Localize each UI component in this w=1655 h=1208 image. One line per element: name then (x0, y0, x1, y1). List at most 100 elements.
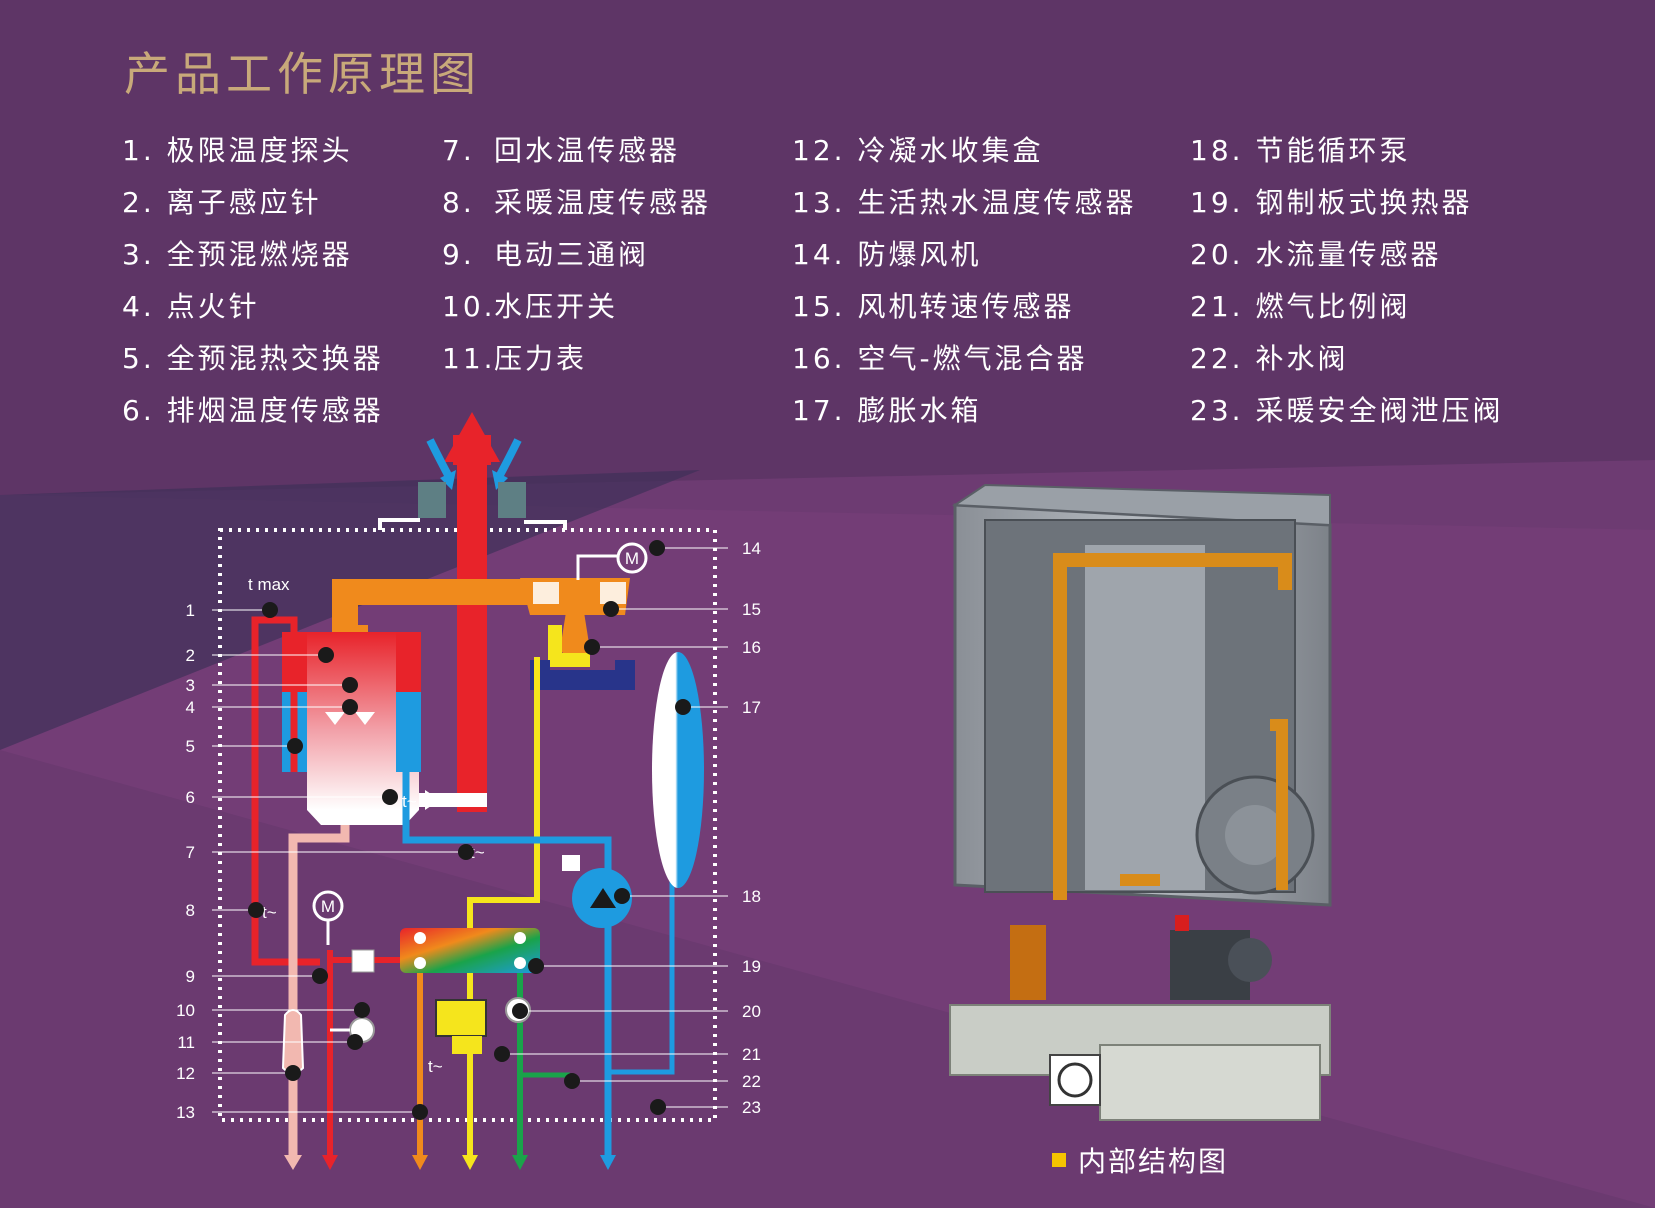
flue-terminal-left (418, 482, 446, 518)
callout-dot (342, 677, 358, 693)
callout-dot (649, 540, 665, 556)
expansion-tank (652, 652, 704, 888)
legend-item: 4. 点火针 (122, 290, 260, 323)
legend-column-3: 12. 冷凝水收集盒 13. 生活热水温度传感器 14. 防爆风机 15. 风机… (792, 125, 1136, 437)
air-inlet-arrow-icon (440, 470, 456, 490)
callout-dot (564, 1073, 580, 1089)
condensate-line (288, 825, 350, 1155)
legend-item: 15. 风机转速传感器 (792, 290, 1075, 323)
callout-label-16: 16 (742, 638, 761, 657)
callout-dot (248, 902, 264, 918)
legend-item: 22. 补水阀 (1190, 342, 1349, 375)
legend-item: 2. 离子感应针 (122, 186, 322, 219)
fan-motor-mark: M (625, 549, 639, 568)
legend-item: 17. 膨胀水箱 (792, 394, 982, 427)
callout-label-2: 2 (186, 646, 195, 665)
internal-structure-caption: 内部结构图 (1052, 1140, 1228, 1180)
legend-item: 18. 节能循环泵 (1190, 134, 1411, 167)
callout-dot (285, 1065, 301, 1081)
legend-item: 11.压力表 (442, 342, 588, 375)
callout-label-13: 13 (176, 1103, 195, 1122)
flow-arrow-icon (322, 1155, 338, 1170)
legend-item: 5. 全预混热交换器 (122, 342, 384, 375)
legend-item: 21. 燃气比例阀 (1190, 290, 1411, 323)
fan-motor-icon (616, 542, 648, 574)
air-inlet-arrow-icon (492, 470, 508, 490)
gas-inlet-arrow-icon (462, 1155, 478, 1170)
legend-item: 3. 全预混燃烧器 (122, 238, 353, 271)
callout-dot (458, 844, 474, 860)
callout-label-21: 21 (742, 1045, 761, 1064)
callout-label-19: 19 (742, 957, 761, 976)
callout-label-1: 1 (186, 601, 195, 620)
callout-label-8: 8 (186, 901, 195, 920)
callout-dot (614, 888, 630, 904)
callout-label-14: 14 (742, 539, 761, 558)
callout-dot (512, 1003, 528, 1019)
callout-dot (342, 699, 358, 715)
callout-dot (318, 647, 334, 663)
dhw-arrow-icon (284, 1155, 302, 1170)
return-arrow-icon (600, 1155, 616, 1170)
callout-dot (494, 1046, 510, 1062)
boiler-internal-render (949, 483, 1332, 1121)
cold-inlet-arrow-icon (512, 1155, 528, 1170)
legend-item: 14. 防爆风机 (792, 238, 982, 271)
legend-item: 1. 极限温度探头 (122, 134, 353, 167)
legend-item: 16. 空气-燃气混合器 (792, 342, 1088, 375)
legend-column-4: 18. 节能循环泵 19. 钢制板式换热器 20. 水流量传感器 21. 燃气比… (1190, 125, 1503, 437)
callout-label-11: 11 (177, 1033, 195, 1052)
valve-motor-mark: M (321, 897, 335, 916)
callout-dot (603, 601, 619, 617)
callout-label-22: 22 (742, 1072, 761, 1091)
callout-label-3: 3 (186, 676, 195, 695)
callout-label-4: 4 (186, 698, 195, 717)
flue-pipe (457, 462, 487, 812)
legend-column-1: 1. 极限温度探头 2. 离子感应针 3. 全预混燃烧器 4. 点火针 5. 全… (122, 125, 384, 437)
page-title: 产品工作原理图 (124, 47, 481, 101)
callout-dot (382, 789, 398, 805)
legend-item: 10.水压开关 (442, 290, 619, 323)
legend-item: 13. 生活热水温度传感器 (792, 186, 1137, 219)
legend-item: 8.采暖温度传感器 (442, 186, 712, 219)
water-pressure-switch (351, 949, 375, 973)
callout-label-12: 12 (176, 1064, 195, 1083)
callout-label-20: 20 (742, 1002, 761, 1021)
legend-item: 19. 钢制板式换热器 (1190, 186, 1473, 219)
sensor-mark: t~ (428, 1057, 443, 1076)
gas-proportional-valve (435, 999, 487, 1037)
callout-label-5: 5 (186, 737, 195, 756)
tmax-label: t max (248, 575, 290, 594)
legend-item: 9.电动三通阀 (442, 238, 650, 271)
flue-terminal-right (498, 482, 526, 518)
callout-dot (675, 699, 691, 715)
legend-item: 6. 排烟温度传感器 (122, 394, 384, 427)
callout-dot (412, 1104, 428, 1120)
callout-dot (287, 738, 303, 754)
sensor-mark: t~ (262, 903, 277, 922)
dhw-outlet-arrow-icon (412, 1155, 428, 1170)
legend-item: 7.回水温传感器 (442, 134, 681, 167)
legend-item: 20. 水流量传感器 (1190, 238, 1442, 271)
callout-dot (354, 1002, 370, 1018)
callout-label-10: 10 (176, 1001, 195, 1020)
return-line (402, 772, 612, 1155)
callout-dot (262, 602, 278, 618)
callout-label-6: 6 (186, 788, 195, 807)
callout-dot (312, 968, 328, 984)
bullet-icon (1052, 1153, 1066, 1167)
legend-column-2: 7.回水温传感器 8.采暖温度传感器 9.电动三通阀 10.水压开关 11.压力… (442, 125, 711, 385)
legend-item: 12. 冷凝水收集盒 (792, 134, 1044, 167)
plate-heat-exchanger (400, 928, 540, 973)
legend-item: 23. 采暖安全阀泄压阀 (1190, 394, 1504, 427)
callout-dot (347, 1034, 363, 1050)
callout-label-15: 15 (742, 600, 761, 619)
callout-label-9: 9 (186, 967, 195, 986)
callout-dot (584, 639, 600, 655)
callout-label-17: 17 (742, 698, 761, 717)
flow-line (251, 616, 320, 966)
sensor-mark: t~ (402, 792, 417, 811)
callout-label-23: 23 (742, 1098, 761, 1117)
